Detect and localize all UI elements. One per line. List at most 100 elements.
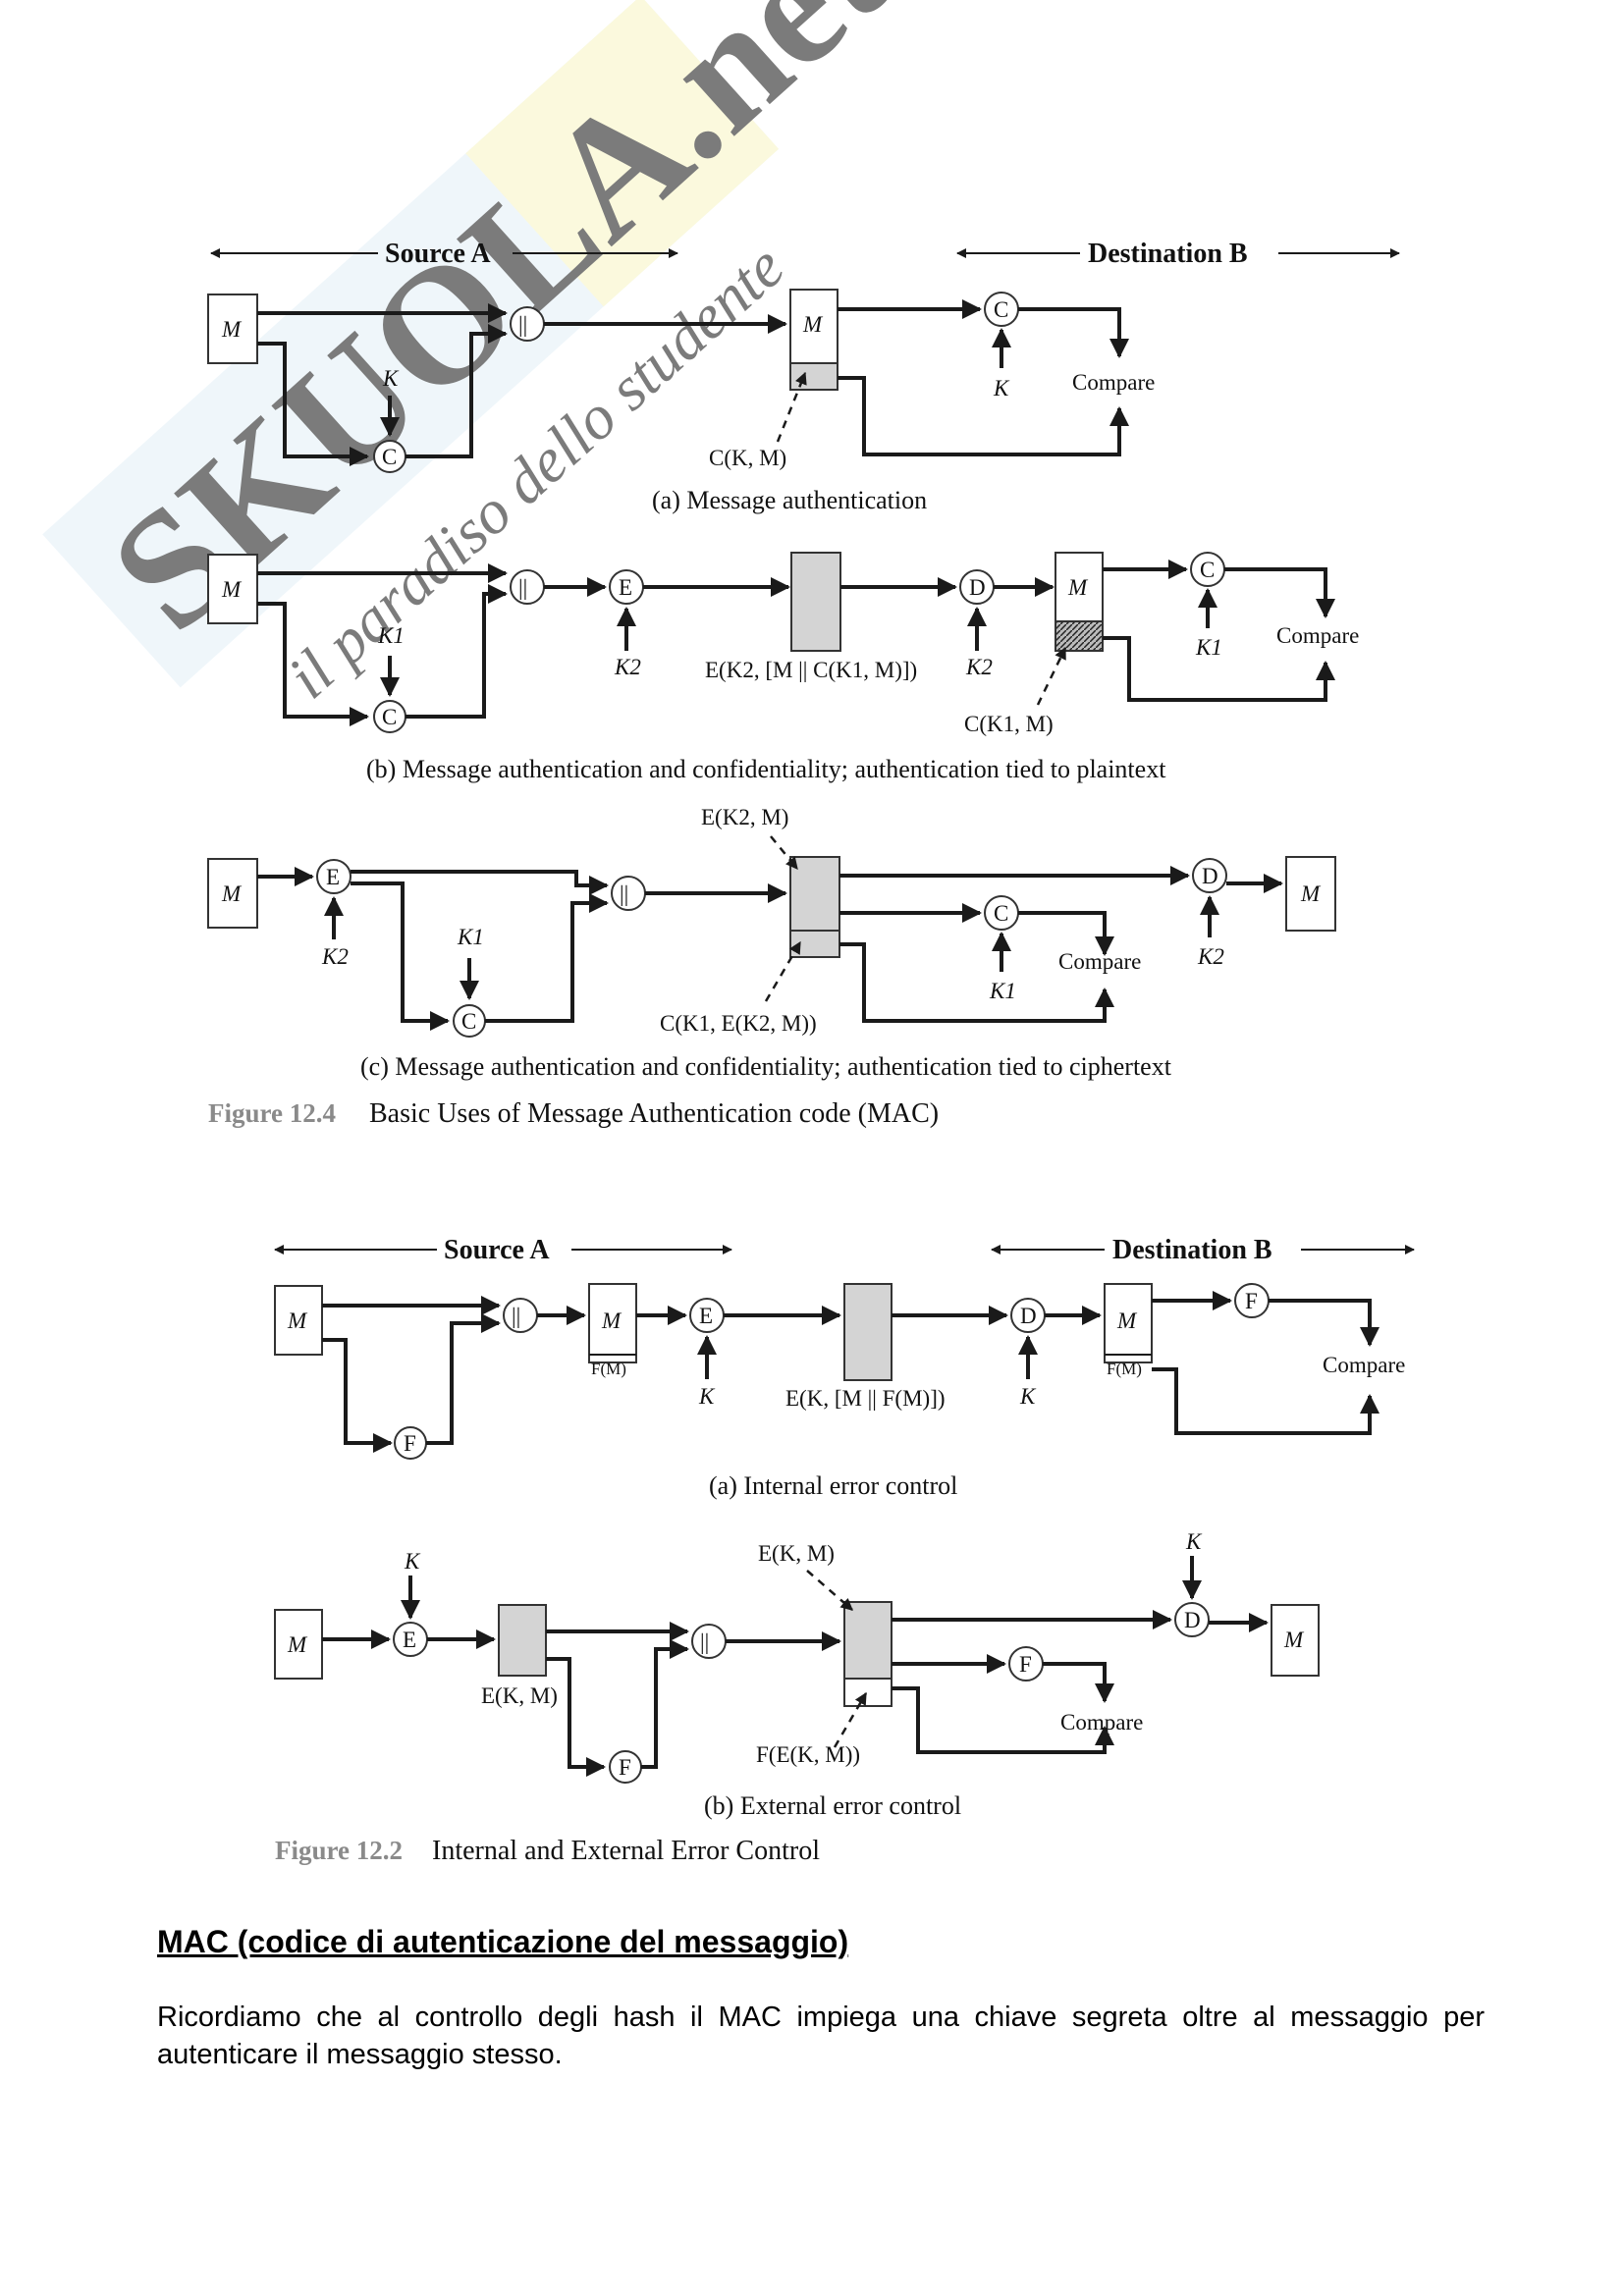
source-a-header: Source A: [444, 1235, 550, 1265]
figure-title: Internal and External Error Control: [432, 1836, 820, 1866]
output-message-box: [1285, 856, 1336, 932]
compare-label: Compare: [1276, 623, 1359, 648]
message-box: [207, 294, 258, 364]
svg-text:E: E: [326, 865, 340, 889]
svg-text:F(E(K, M)): F(E(K, M)): [756, 1742, 860, 1767]
svg-text:K: K: [382, 366, 400, 391]
svg-text:||: ||: [518, 312, 527, 337]
ciphertext-error-block: [843, 1601, 893, 1680]
figure-12-4: Source A Destination B M K C || M C K Co…: [207, 239, 1400, 1129]
svg-text:D: D: [969, 575, 986, 600]
svg-text:||: ||: [512, 1304, 520, 1328]
svg-text:M: M: [221, 317, 243, 342]
svg-text:F: F: [619, 1755, 631, 1780]
destination-b-header: Destination B: [1112, 1235, 1272, 1265]
panel-b-caption: (b) Message authentication and confident…: [366, 755, 1166, 783]
svg-text:M: M: [221, 577, 243, 602]
svg-text:||: ||: [700, 1629, 709, 1654]
svg-text:M: M: [802, 312, 824, 337]
message-fm-block: [588, 1283, 637, 1363]
panel-a-internal-error-control: M F || M F(M) E K E(K, [M || F(M)]) D K …: [274, 1283, 1405, 1500]
svg-text:M: M: [1300, 881, 1322, 906]
encrypt-e: [316, 859, 352, 894]
panel-c-auth-and-confidentiality-ciphertext: M E K2 K1 C || E(K2, M) D K2 M C K1 Comp…: [207, 805, 1336, 1081]
compare-label: Compare: [1072, 370, 1155, 395]
svg-text:M: M: [221, 881, 243, 906]
svg-text:K2: K2: [1197, 944, 1224, 969]
svg-text:F: F: [1019, 1652, 1032, 1677]
panel-c-caption: (c) Message authentication and confident…: [360, 1052, 1172, 1081]
figure-title: Basic Uses of Message Authentication cod…: [369, 1098, 939, 1129]
svg-text:K: K: [1019, 1384, 1037, 1409]
decrypt-d: [1174, 1602, 1210, 1637]
svg-text:D: D: [1202, 864, 1218, 888]
svg-text:M: M: [1116, 1308, 1138, 1333]
svg-text:E(K, M): E(K, M): [758, 1541, 835, 1566]
svg-text:K: K: [404, 1549, 421, 1574]
source-a-header: Source A: [385, 239, 491, 269]
panel-b-external-error-control: M K E E(K, M) F || E(K, M) K D M F Compa…: [274, 1529, 1320, 1820]
svg-text:F(M): F(M): [1107, 1360, 1142, 1378]
svg-text:C(K, M): C(K, M): [709, 446, 786, 470]
svg-text:C: C: [461, 1009, 476, 1034]
svg-text:K1: K1: [457, 925, 484, 949]
svg-text:C(K1, M): C(K1, M): [964, 712, 1054, 736]
message-box: [207, 858, 258, 929]
panel-b-caption: (b) External error control: [704, 1791, 961, 1820]
svg-text:C(K1, E(K2, M)): C(K1, E(K2, M)): [660, 1011, 817, 1036]
svg-text:M: M: [601, 1308, 622, 1333]
message-mac-block: [789, 289, 839, 364]
figure-12-2: Source A Destination B M F || M F(M) E K…: [274, 1235, 1415, 1866]
svg-text:M: M: [287, 1632, 308, 1657]
svg-text:E(K, M): E(K, M): [481, 1683, 558, 1708]
svg-text:K1: K1: [989, 979, 1016, 1003]
figure-label: Figure 12.4: [208, 1098, 336, 1128]
svg-text:K2: K2: [321, 944, 349, 969]
message-fm-block: [1104, 1283, 1153, 1363]
message-mac-block: [1055, 552, 1104, 622]
svg-text:F(M): F(M): [591, 1360, 626, 1378]
svg-text:C: C: [382, 705, 397, 729]
panel-b-auth-and-confidentiality-plaintext: M K1 C || E K2 E(K2, [M || C(K1, M)]) D …: [207, 552, 1359, 783]
svg-text:C: C: [994, 901, 1008, 926]
ciphertext-block: [790, 552, 841, 652]
svg-text:||: ||: [620, 881, 628, 906]
svg-text:E: E: [699, 1304, 713, 1328]
svg-text:C: C: [994, 297, 1008, 322]
svg-text:D: D: [1184, 1608, 1201, 1632]
decrypt-d: [1192, 858, 1227, 893]
compare-label: Compare: [1058, 949, 1141, 974]
svg-text:M: M: [1067, 575, 1089, 600]
panel-a-caption: (a) Message authentication: [652, 486, 927, 514]
section-heading: MAC (codice di autenticazione del messag…: [157, 1924, 849, 1959]
svg-text:E(K2, M): E(K2, M): [701, 805, 788, 829]
svg-text:M: M: [287, 1308, 308, 1333]
ciphertext-block: [498, 1604, 547, 1677]
svg-text:E: E: [619, 575, 632, 600]
panel-a-message-authentication: M K C || M C K Compare C(K, M) (a) Messa…: [207, 289, 1155, 514]
svg-text:K1: K1: [1195, 635, 1222, 660]
compare-label: Compare: [1323, 1353, 1405, 1377]
section-paragraph: Ricordiamo che al controllo degli hash i…: [157, 2002, 1485, 2070]
svg-text:M: M: [1283, 1628, 1305, 1652]
message-box: [274, 1609, 323, 1680]
compare-label: Compare: [1060, 1710, 1143, 1735]
panel-a-caption: (a) Internal error control: [709, 1471, 957, 1500]
ciphertext-block: [843, 1283, 893, 1381]
output-message-box: [1271, 1604, 1320, 1677]
svg-text:D: D: [1020, 1304, 1037, 1328]
svg-text:K1: K1: [377, 623, 405, 648]
svg-text:F: F: [1245, 1289, 1258, 1313]
svg-text:K: K: [1185, 1529, 1203, 1554]
svg-text:C: C: [1200, 558, 1215, 582]
svg-text:K2: K2: [614, 655, 641, 679]
message-box: [274, 1285, 323, 1356]
svg-text:||: ||: [518, 575, 527, 600]
ciphertext-block: [789, 856, 840, 932]
svg-text:K: K: [993, 376, 1010, 400]
svg-text:K: K: [698, 1384, 716, 1409]
message-box: [207, 554, 258, 624]
svg-text:E: E: [403, 1628, 416, 1652]
svg-text:E(K, [M || F(M)]): E(K, [M || F(M)]): [785, 1386, 946, 1411]
figure-label: Figure 12.2: [275, 1836, 403, 1865]
